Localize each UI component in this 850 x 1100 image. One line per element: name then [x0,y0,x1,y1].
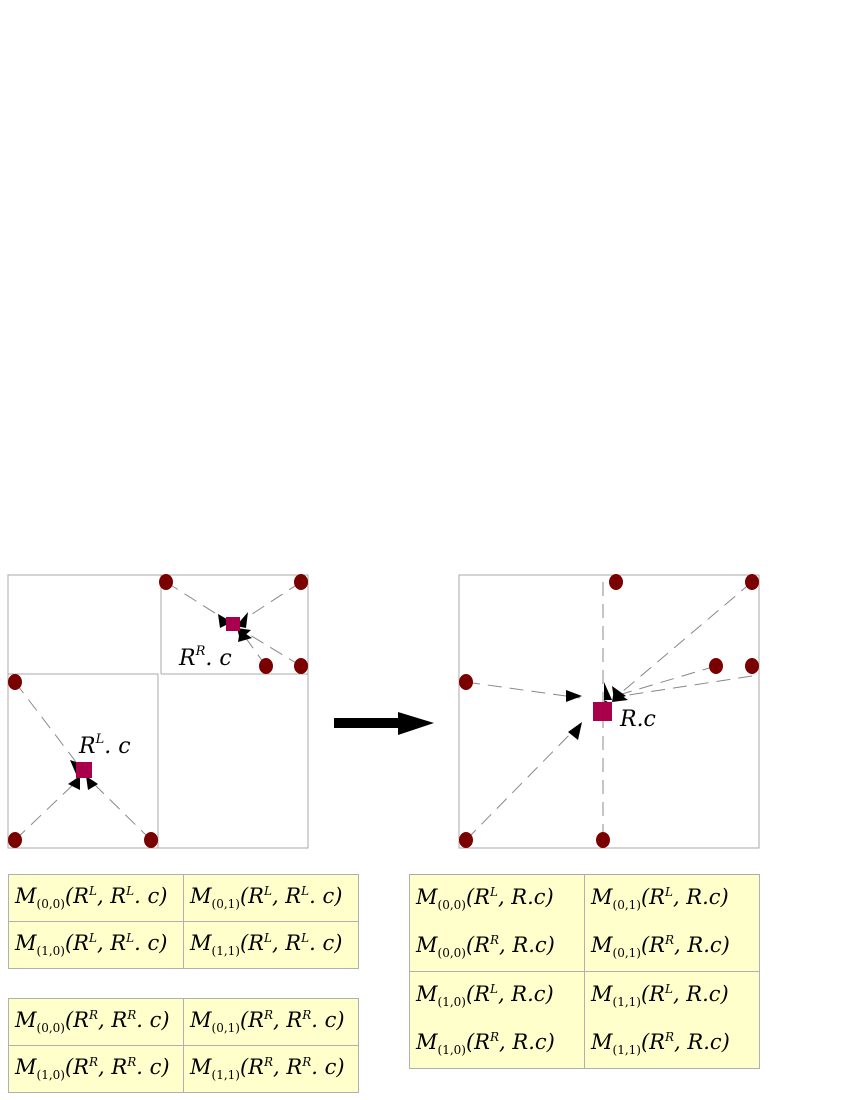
right-outer-frame [458,574,760,849]
table-rr-moments: M(0,0)(RR, RR. c)M(0,1)(RR, RR. c)M(1,0)… [8,998,359,1093]
moment-cell: M(0,0)(RL, RL. c) [8,874,184,922]
moment-cell: M(1,1)(RL, RL. c) [183,921,359,969]
table-merged-row: M(1,0)(RL, R.c)M(1,1)(RL, R.c) [409,971,760,1020]
rr-dash-2 [242,581,302,621]
rr-dash-4 [244,631,302,667]
rl-arrowhead-3 [86,776,98,790]
table-rr-row: M(0,0)(RR, RR. c)M(0,1)(RR, RR. c) [8,998,359,1046]
moment-cell: M(0,1)(RL, RL. c) [183,874,359,922]
rr-arrowhead-4 [238,630,252,642]
point-rl-11 [144,832,158,848]
moment-cell: M(1,1)(RR, RR. c) [183,1045,359,1093]
rr-c-label: RR. c [178,644,232,671]
rr-dash-1 [165,581,227,621]
moment-cell: M(0,0)(RL, R.c) [409,874,585,923]
rl-arrowhead-2 [68,776,80,790]
table-rl-row: M(0,0)(RL, RL. c)M(0,1)(RL, RL. c) [8,874,359,922]
moment-cell: M(0,1)(RR, R.c) [584,923,760,972]
point-rr-10 [259,658,273,674]
moment-cell: M(1,0)(RL, RL. c) [8,921,184,969]
moment-cell: M(1,1)(RL, R.c) [584,971,760,1020]
right-merged-region: R.c [458,574,760,849]
right-sample-points [459,574,759,848]
rl-dashed-lines [14,681,152,841]
r-dashed-lines [465,581,753,841]
merge-arrow-head [398,712,434,735]
moment-cell: M(0,1)(RR, RR. c) [183,998,359,1046]
rpoint-4 [709,658,723,674]
rr-center-marker [226,617,240,631]
merge-arrow [334,712,434,735]
r-dash-1 [465,681,581,699]
r-c-label: R.c [619,707,656,732]
r-center-marker [593,702,612,721]
point-rr-01 [294,574,308,590]
rl-c-label: RL. c [78,732,131,759]
r-arrowhead-3 [604,682,612,700]
r-dash-2 [465,723,581,841]
moment-cell: M(0,1)(RL, R.c) [584,874,760,923]
moment-cell: M(1,0)(RR, R.c) [409,1020,585,1069]
rpoint-5 [745,658,759,674]
table-rr-row: M(1,0)(RR, RR. c)M(1,1)(RR, RR. c) [8,1045,359,1093]
table-rl-row: M(1,0)(RL, RL. c)M(1,1)(RL, RL. c) [8,921,359,969]
table-merged-row: M(0,0)(RR, R.c)M(0,1)(RR, R.c) [409,923,760,972]
rpoint-3 [459,674,473,690]
point-rr-00 [159,574,173,590]
moment-cell: M(1,0)(RL, R.c) [409,971,585,1020]
r-dash-4 [621,665,717,695]
merge-arrow-shaft [334,718,400,728]
moment-cell: M(1,1)(RR, R.c) [584,1020,760,1069]
rl-center-marker [76,762,92,778]
rl-dash-1 [14,681,77,763]
point-rl-00 [8,674,22,690]
rpoint-6 [459,832,473,848]
left-bottom-left-block [7,673,159,849]
rl-dash-2 [14,781,77,841]
left-quadtree: RR. c RL. c [7,574,309,849]
left-sample-points [8,574,308,848]
moment-cell: M(0,0)(RR, RR. c) [8,998,184,1046]
point-rl-10 [8,832,22,848]
moment-cell: M(1,0)(RR, RR. c) [8,1045,184,1093]
moment-cell: M(0,0)(RR, R.c) [409,923,585,972]
r-arrowhead-2 [568,722,582,740]
point-rr-11 [294,658,308,674]
r-dash-5 [621,675,753,697]
r-dash-3 [621,581,753,693]
table-merged-row: M(0,0)(RL, R.c)M(0,1)(RL, R.c) [409,874,760,923]
rr-arrowhead-1 [218,614,232,628]
r-arrowhead-5 [612,690,628,702]
r-arrowhead-1 [566,690,582,702]
rpoint-1 [609,574,623,590]
table-merged-row: M(1,0)(RR, R.c)M(1,1)(RR, R.c) [409,1020,760,1069]
rl-dash-3 [91,781,152,841]
rpoint-2 [745,574,759,590]
table-rl-moments: M(0,0)(RL, RL. c)M(0,1)(RL, RL. c)M(1,0)… [8,874,359,969]
table-merged-moments: M(0,0)(RL, R.c)M(0,1)(RL, R.c)M(0,0)(RR,… [409,874,760,1069]
rpoint-7 [596,832,610,848]
